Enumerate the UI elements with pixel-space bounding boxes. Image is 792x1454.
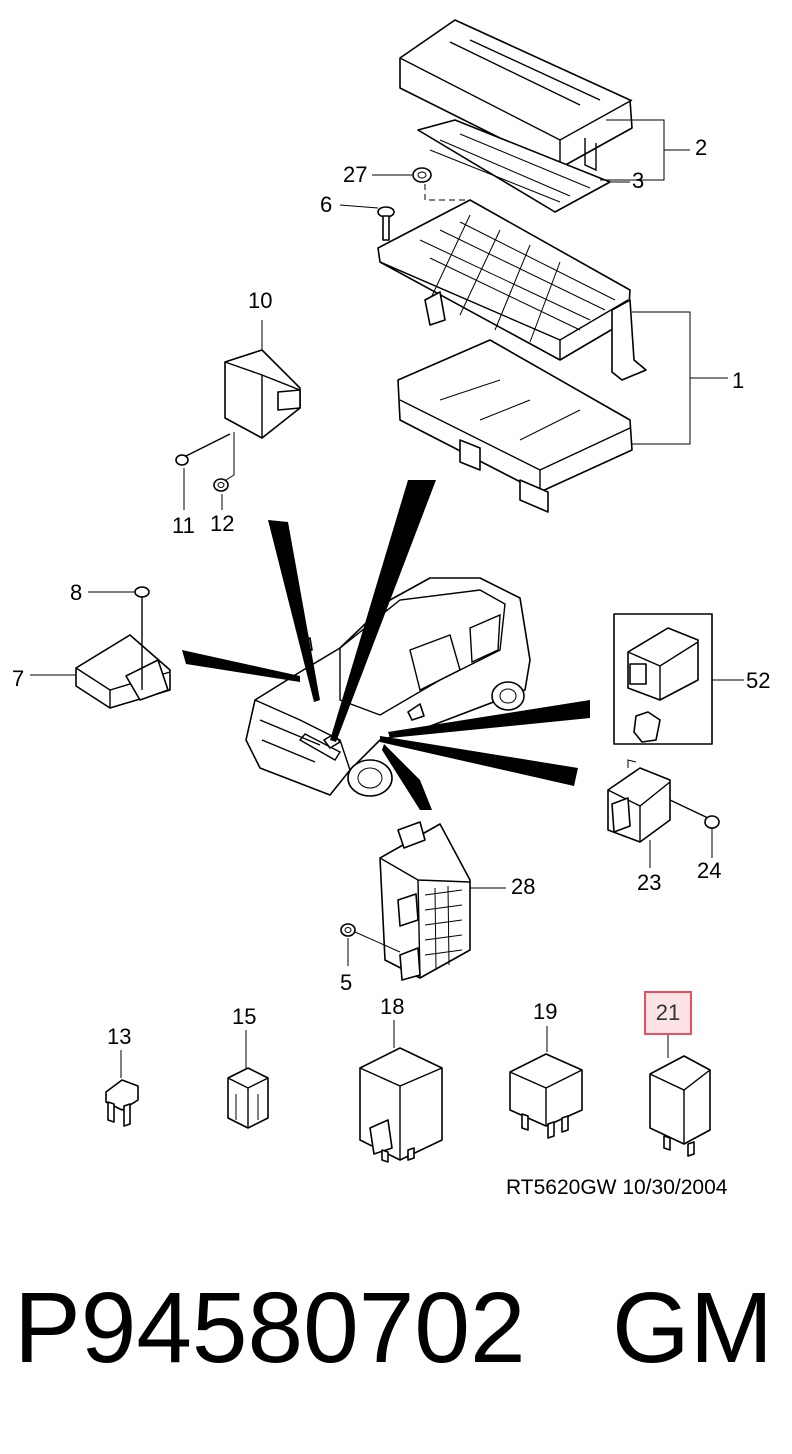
callout-28: 28 bbox=[511, 874, 536, 899]
nut-5 bbox=[340, 923, 401, 966]
brand-name: GM bbox=[612, 1272, 774, 1384]
bolt-8 bbox=[88, 586, 150, 690]
relay-52-box bbox=[613, 613, 744, 745]
callout-6: 6 bbox=[320, 192, 333, 217]
callout-18: 18 bbox=[380, 994, 405, 1019]
callout-1: 1 bbox=[732, 368, 745, 393]
screw-24 bbox=[669, 799, 720, 858]
bracket-2-3 bbox=[600, 119, 690, 181]
fuse-box-cover bbox=[399, 19, 633, 172]
callout-8: 8 bbox=[70, 580, 83, 605]
bracket-1 bbox=[632, 311, 728, 445]
module-10 bbox=[224, 320, 301, 439]
callout-13: 13 bbox=[107, 1024, 132, 1049]
cartridge-fuse-15 bbox=[227, 1030, 269, 1129]
callout-24: 24 bbox=[697, 858, 722, 883]
nut-12 bbox=[213, 432, 235, 510]
relay-23 bbox=[607, 759, 671, 868]
relay-21 bbox=[649, 1035, 711, 1157]
callout-19: 19 bbox=[533, 999, 558, 1024]
relay-block-28 bbox=[379, 821, 506, 981]
callout-2: 2 bbox=[695, 135, 708, 160]
location-pointers bbox=[182, 480, 590, 810]
callout-10: 10 bbox=[248, 288, 273, 313]
car-body bbox=[245, 577, 531, 797]
callout-15: 15 bbox=[232, 1004, 257, 1029]
relay-18 bbox=[359, 1020, 443, 1163]
part-number: P94580702 bbox=[14, 1272, 526, 1384]
callout-7: 7 bbox=[12, 666, 25, 691]
fuse-box-housing-upper bbox=[377, 199, 647, 381]
module-7 bbox=[30, 634, 171, 709]
callout-23: 23 bbox=[637, 870, 662, 895]
diagram-reference: RT5620GW 10/30/2004 bbox=[506, 1176, 728, 1199]
callout-11: 11 bbox=[172, 513, 195, 538]
callout-27: 27 bbox=[343, 162, 368, 187]
relay-19 bbox=[509, 1026, 583, 1139]
bolt-6 bbox=[339, 204, 395, 241]
fuse-box-housing-lower bbox=[397, 339, 633, 513]
callout-3: 3 bbox=[632, 168, 645, 193]
mini-fuse-13 bbox=[105, 1050, 139, 1127]
callout-12: 12 bbox=[210, 511, 235, 536]
callout-5: 5 bbox=[340, 970, 353, 995]
nut-27 bbox=[372, 167, 470, 201]
callout-52: 52 bbox=[746, 668, 771, 693]
screw-11 bbox=[175, 433, 231, 510]
callout-21-highlighted: 21 bbox=[644, 991, 692, 1035]
